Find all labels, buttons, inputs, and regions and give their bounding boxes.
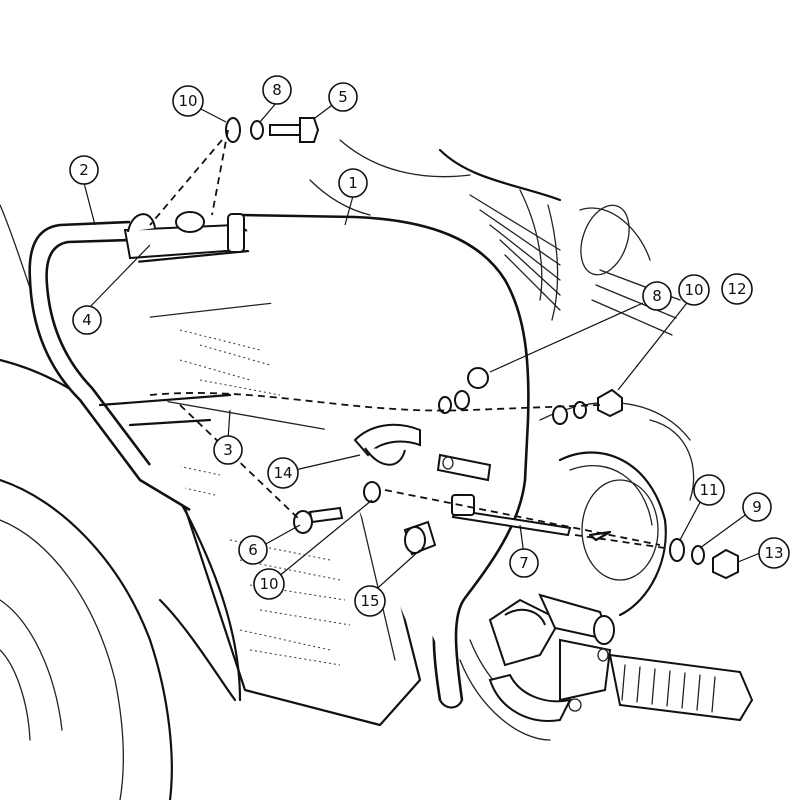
callout-13: 13 (758, 537, 790, 569)
callout-4: 4 (72, 305, 102, 335)
callout-10-right: 10 (678, 274, 710, 306)
svg-text:10: 10 (684, 281, 703, 299)
svg-text:13: 13 (764, 544, 783, 562)
svg-text:7: 7 (519, 554, 529, 572)
top-hardware (149, 117, 320, 226)
bolt-6-head (293, 510, 313, 534)
lower-bracket (353, 423, 492, 482)
washer-11 (669, 538, 685, 562)
washer-top (225, 117, 241, 143)
lower-hardware (179, 404, 739, 580)
svg-text:10: 10 (178, 92, 197, 110)
crash-bar-side (28, 220, 232, 512)
bolt-top-shank (269, 124, 301, 136)
svg-text:9: 9 (752, 498, 762, 516)
callout-8-right: 8 (642, 281, 672, 311)
svg-text:11: 11 (699, 481, 718, 499)
callout-9: 9 (742, 492, 772, 522)
footpeg-assembly (488, 593, 754, 722)
callout-3: 3 (213, 435, 243, 465)
callout-2: 2 (69, 155, 99, 185)
callout-10-lower: 10 (253, 568, 285, 600)
svg-text:5: 5 (338, 88, 348, 106)
svg-text:12: 12 (727, 280, 746, 298)
lock-washer-top (250, 120, 264, 140)
lock-washer-9 (691, 545, 705, 565)
callout-5: 5 (328, 82, 358, 112)
clamp-bracket (123, 211, 245, 260)
washer-lower (363, 481, 381, 503)
bolt-6-shank (308, 506, 344, 524)
middle-hardware (149, 367, 623, 425)
callout-7: 7 (509, 548, 539, 578)
svg-text:10: 10 (259, 575, 278, 593)
svg-text:1: 1 (348, 174, 358, 192)
footpeg-rubber (608, 653, 754, 722)
svg-text:3: 3 (223, 441, 233, 459)
callout-10-top: 10 (172, 85, 204, 117)
callout-15: 15 (354, 585, 386, 617)
svg-text:6: 6 (248, 541, 258, 559)
svg-text:2: 2 (79, 161, 89, 179)
nut-13 (712, 548, 739, 580)
svg-text:15: 15 (360, 592, 379, 610)
bolt-top-head (299, 117, 320, 143)
callout-1: 1 (338, 168, 368, 198)
callout-12: 12 (721, 273, 753, 305)
svg-text:8: 8 (652, 287, 662, 305)
cap-nut-middle (467, 367, 489, 389)
callouts: 1 2 3 4 5 6 7 8 (69, 75, 790, 617)
callout-6: 6 (238, 535, 268, 565)
callout-11: 11 (693, 474, 725, 506)
svg-text:8: 8 (272, 81, 282, 99)
callout-14: 14 (267, 457, 299, 489)
callout-8-top: 8 (262, 75, 292, 105)
cap-nut-right (597, 388, 623, 418)
svg-text:4: 4 (82, 311, 92, 329)
svg-text:14: 14 (273, 464, 292, 482)
